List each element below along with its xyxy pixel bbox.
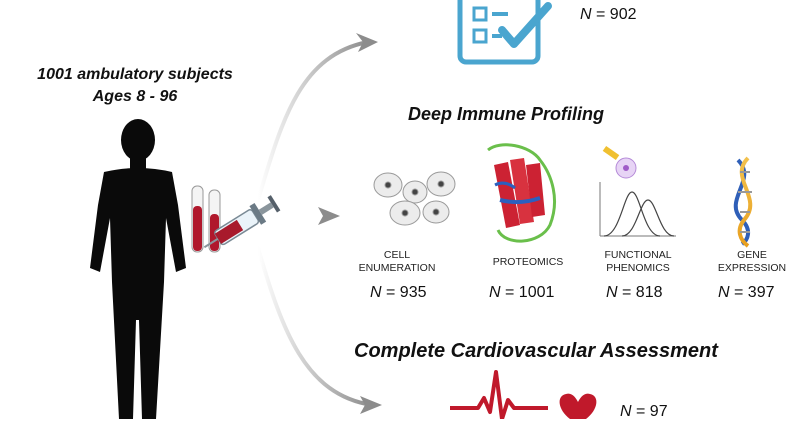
- deep-profiling-title: Deep Immune Profiling: [408, 104, 605, 124]
- dna-icon: [733, 156, 753, 248]
- gene-expression-label: GENE EXPRESSION: [717, 249, 787, 274]
- functional-phenomics-label: FUNCTIONAL PHENOMICS: [604, 249, 672, 274]
- proteomics-n: N = 1001: [489, 284, 555, 301]
- subjects-count: 1001 ambulatory subjects: [37, 66, 233, 83]
- subjects-caption: 1001 ambulatory subjects Ages 8 - 96: [20, 64, 250, 108]
- cardio-title: Complete Cardiovascular Assessment: [354, 340, 718, 362]
- functional-phenomics-n: N = 818: [606, 284, 663, 301]
- person-silhouette-icon: [90, 119, 186, 419]
- proteomics-label: PROTEOMICS: [492, 256, 564, 268]
- arrow-to-cardio: [256, 246, 374, 407]
- ecg-heart-icon: [450, 370, 597, 419]
- cell-enumeration-label: CELL ENUMERATION: [358, 249, 436, 274]
- cardio-n: N = 97: [620, 403, 668, 420]
- histogram-icon: [599, 145, 676, 237]
- checklist-icon: [457, 0, 552, 65]
- blood-tubes-icon: [191, 185, 221, 253]
- subjects-ages: Ages 8 - 96: [92, 88, 178, 105]
- survey-n: N = 902: [580, 6, 637, 23]
- arrow-to-survey: [256, 40, 370, 202]
- flow-arrows: [256, 33, 382, 414]
- syringe-icon: [203, 195, 281, 249]
- cell-enumeration-n: N = 935: [370, 284, 427, 301]
- protein-icon: [487, 143, 557, 243]
- cells-icon: [373, 171, 456, 226]
- gene-expression-n: N = 397: [718, 284, 775, 301]
